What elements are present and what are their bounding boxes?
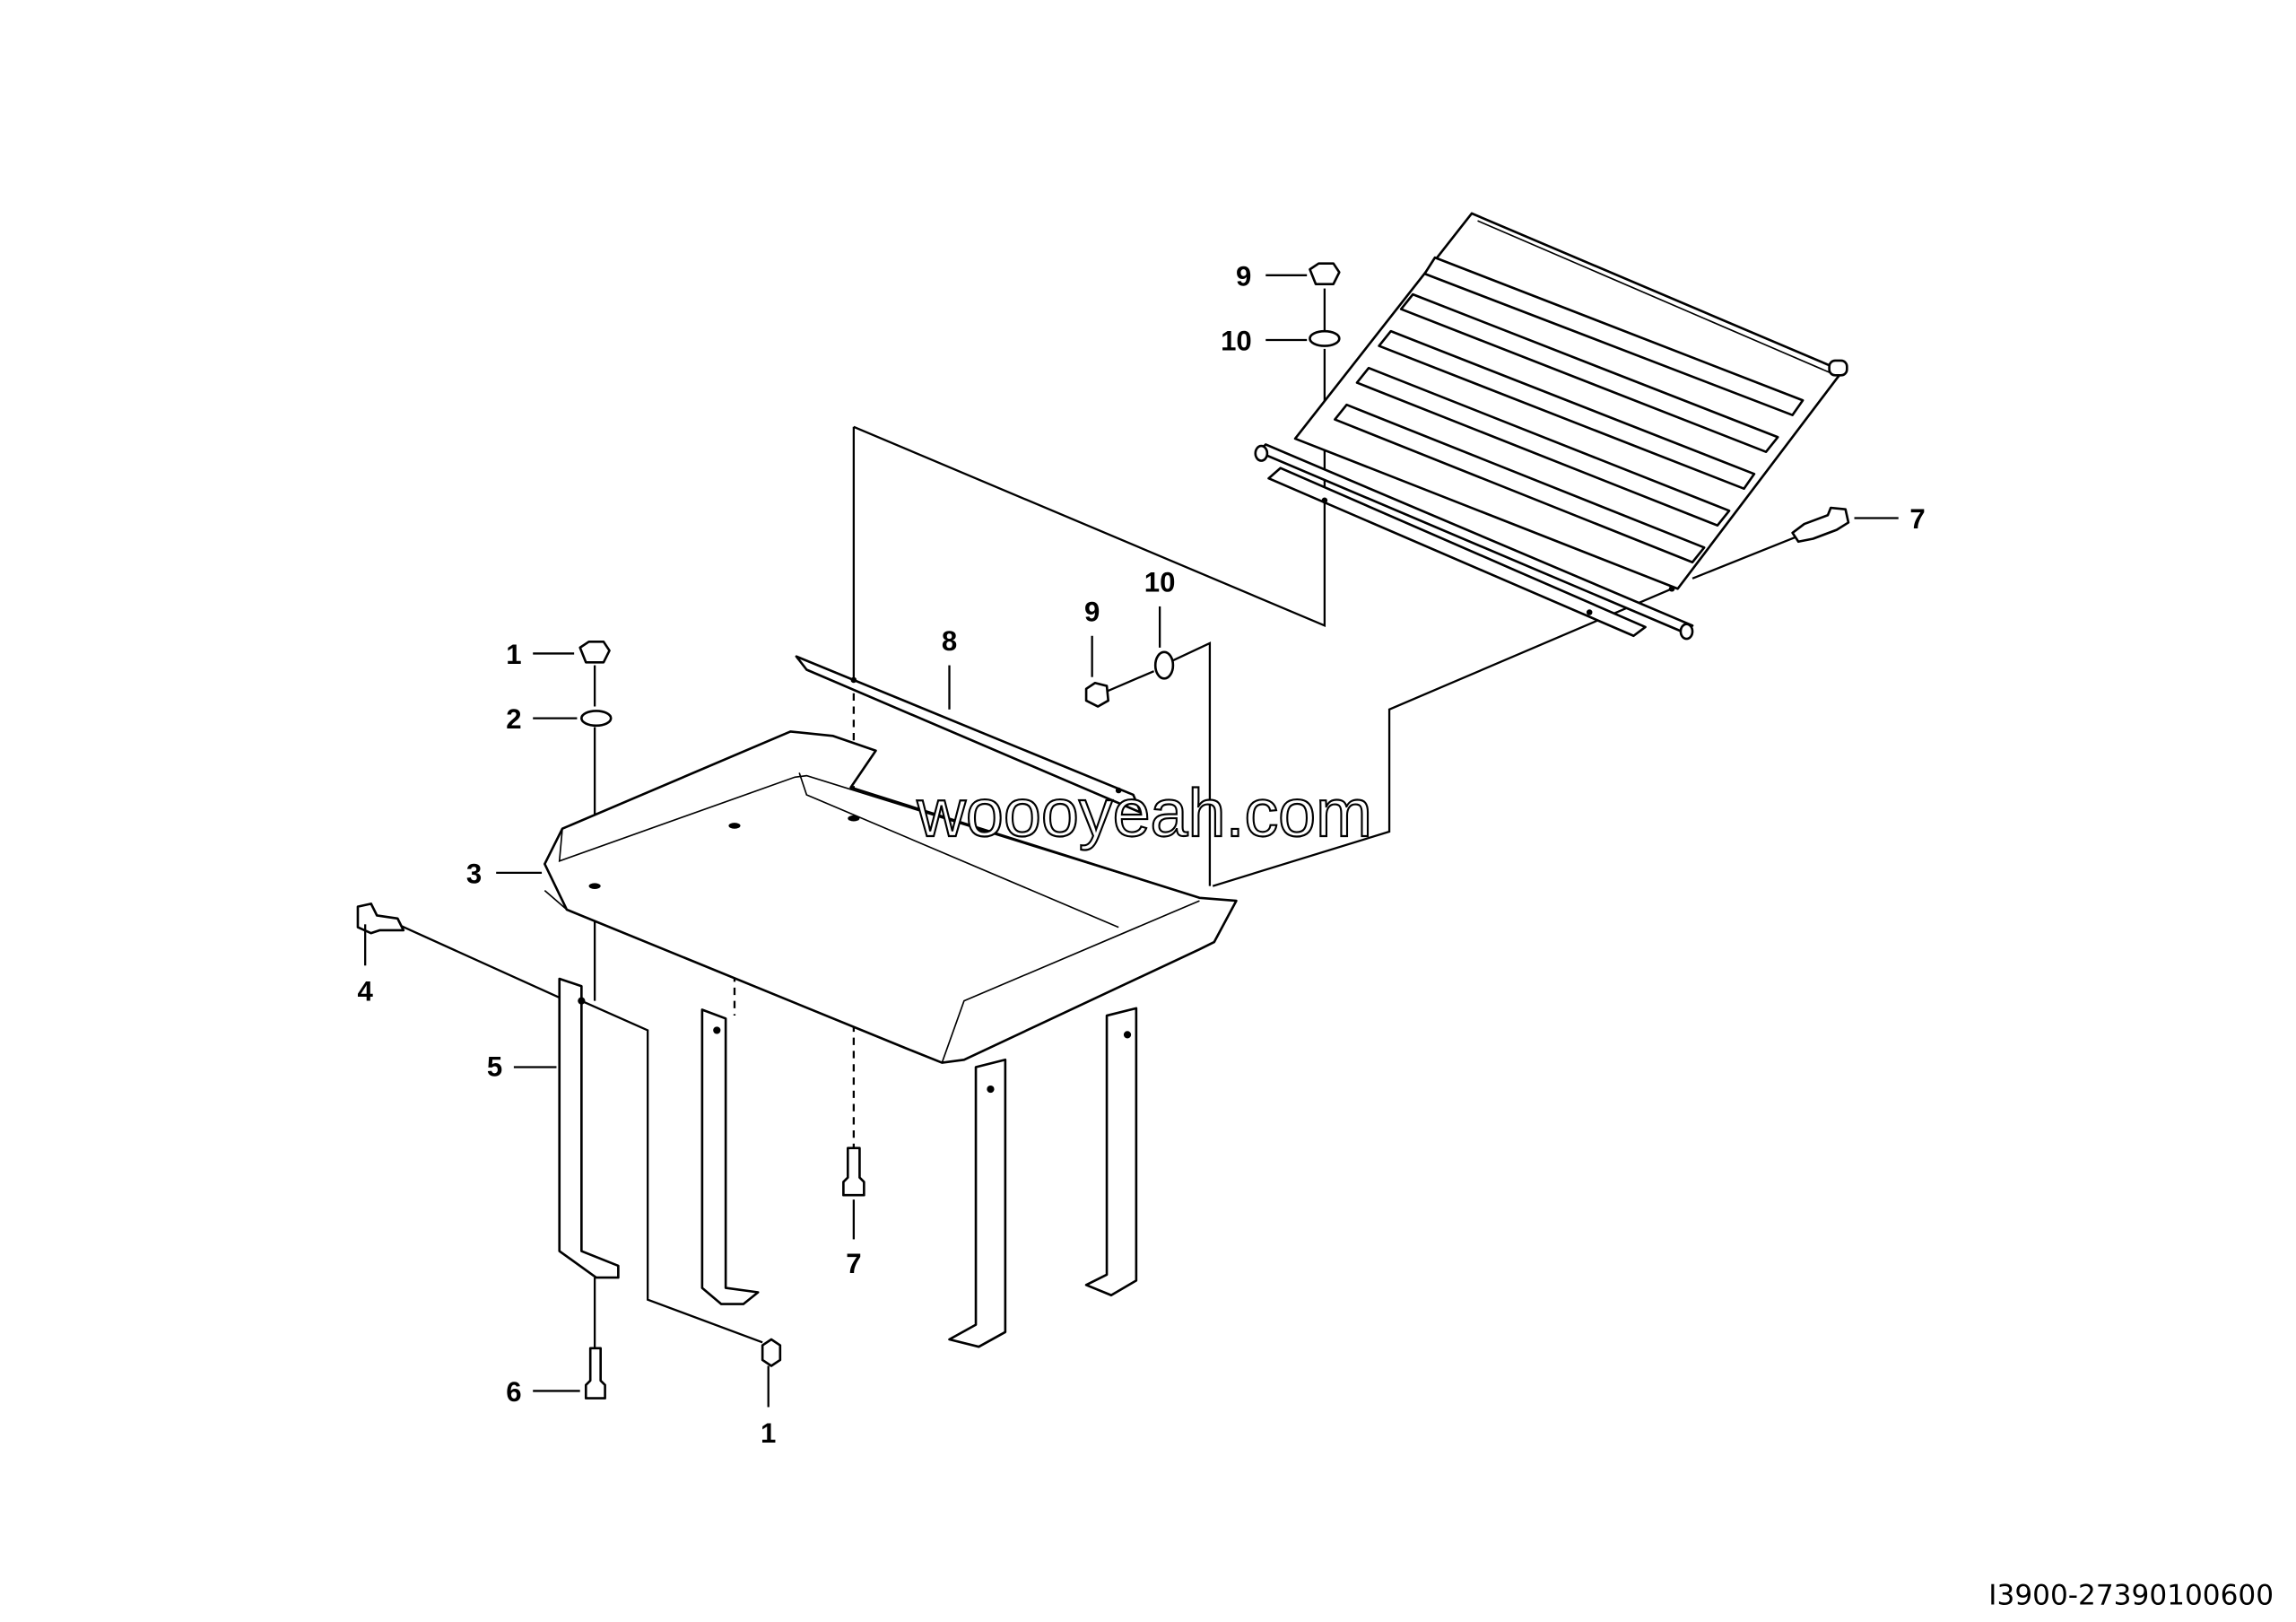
hex-nut-icon bbox=[1309, 262, 1341, 285]
callout-10: 10 bbox=[1144, 567, 1176, 598]
bolt-icon bbox=[842, 1147, 865, 1197]
callout-9: 9 bbox=[1084, 596, 1100, 627]
callout-10b: 10 bbox=[1221, 325, 1252, 356]
hex-nut-icon bbox=[578, 641, 611, 664]
callout-4: 4 bbox=[358, 976, 374, 1007]
strip-part bbox=[795, 655, 1143, 814]
washer-icon bbox=[1153, 650, 1175, 680]
callout-7b: 7 bbox=[1909, 503, 1925, 535]
callout-3: 3 bbox=[466, 858, 482, 889]
hex-nut-icon bbox=[1084, 681, 1110, 708]
tray-part bbox=[544, 730, 1238, 1064]
callout-2: 2 bbox=[506, 703, 521, 735]
bolt-icon bbox=[1791, 506, 1850, 544]
callout-7: 7 bbox=[846, 1248, 861, 1279]
drawing-code: I3900-27390100600 bbox=[1988, 1579, 2274, 1611]
washer-icon bbox=[1309, 329, 1341, 347]
leg-brackets bbox=[558, 977, 1138, 1348]
callout-5: 5 bbox=[487, 1051, 502, 1082]
fasteners bbox=[356, 262, 1850, 1400]
hex-nut-icon bbox=[761, 1338, 782, 1367]
washer-icon bbox=[580, 710, 613, 728]
watermark: woooyeah.com bbox=[916, 775, 1372, 850]
callout-6: 6 bbox=[506, 1376, 521, 1408]
callout-leaders bbox=[364, 274, 1899, 1408]
callout-1: 1 bbox=[506, 639, 521, 670]
bolt-icon bbox=[356, 903, 405, 935]
callout-8: 8 bbox=[942, 625, 957, 657]
grating-panel bbox=[1254, 212, 1848, 641]
callout-1b: 1 bbox=[761, 1417, 776, 1449]
bolt-icon bbox=[584, 1347, 606, 1400]
callout-9b: 9 bbox=[1236, 260, 1251, 292]
